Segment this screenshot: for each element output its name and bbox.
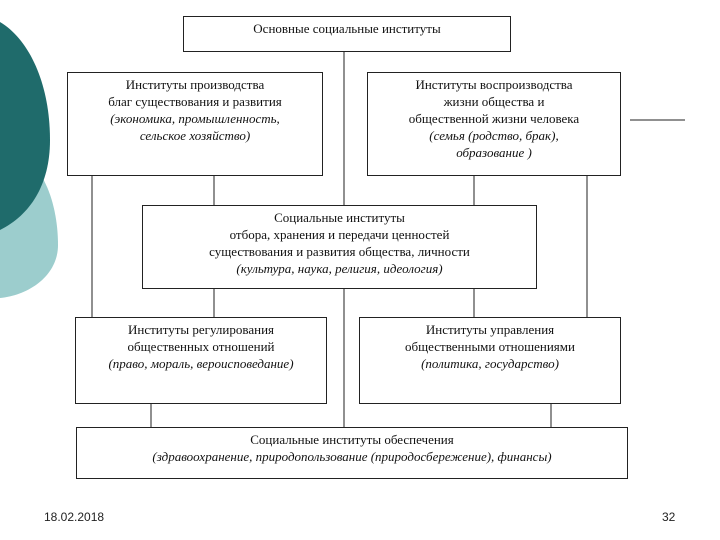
box-examples: (семья (родство, брак), — [429, 128, 559, 143]
slide-page-number: 32 — [662, 510, 676, 524]
box-main-institutions: Основные социальные институты — [183, 16, 511, 52]
box-line: отбора, хранения и передачи ценностей — [229, 227, 450, 242]
box-line: Социальные институты обеспечения — [250, 432, 454, 447]
box-line: общественными отношениями — [405, 339, 575, 354]
box-reproduction-institutions: Институты воспроизводства жизни общества… — [367, 72, 621, 176]
box-line: благ существования и развития — [108, 94, 282, 109]
decorative-teal-shapes — [0, 22, 58, 298]
box-line: Институты воспроизводства — [415, 77, 573, 92]
box-line: общественных отношений — [127, 339, 275, 354]
box-regulation-institutions: Институты регулирования общественных отн… — [75, 317, 327, 404]
box-management-institutions: Институты управления общественными отнош… — [359, 317, 621, 404]
box-examples: (право, мораль, вероисповедание) — [108, 356, 294, 371]
box-support-institutions: Социальные институты обеспечения (здраво… — [76, 427, 628, 479]
box-examples: (здравоохранение, природопользование (пр… — [152, 449, 552, 464]
box-line: Институты регулирования — [127, 322, 275, 337]
box-line: Институты производства — [125, 77, 265, 92]
box-line: существования и развития общества, лично… — [209, 244, 470, 259]
box-production-institutions: Институты производства благ существовани… — [67, 72, 323, 176]
box-line: Институты управления — [425, 322, 555, 337]
box-line: общественной жизни человека — [408, 111, 580, 126]
box-examples: образование ) — [456, 145, 532, 160]
box-line: жизни общества и — [443, 94, 545, 109]
box-examples: (политика, государство) — [421, 356, 559, 371]
box-values-institutions: Социальные институты отбора, хранения и … — [142, 205, 537, 289]
box-examples: сельское хозяйство) — [139, 128, 251, 143]
slide-date: 18.02.2018 — [44, 510, 105, 524]
box-title-text: Основные социальные институты — [253, 21, 441, 36]
box-line: Социальные институты — [274, 210, 405, 225]
box-examples: (экономика, промышленность, — [110, 111, 280, 126]
dark-teal-shape — [0, 22, 50, 230]
box-examples: (культура, наука, религия, идеология) — [236, 261, 443, 276]
